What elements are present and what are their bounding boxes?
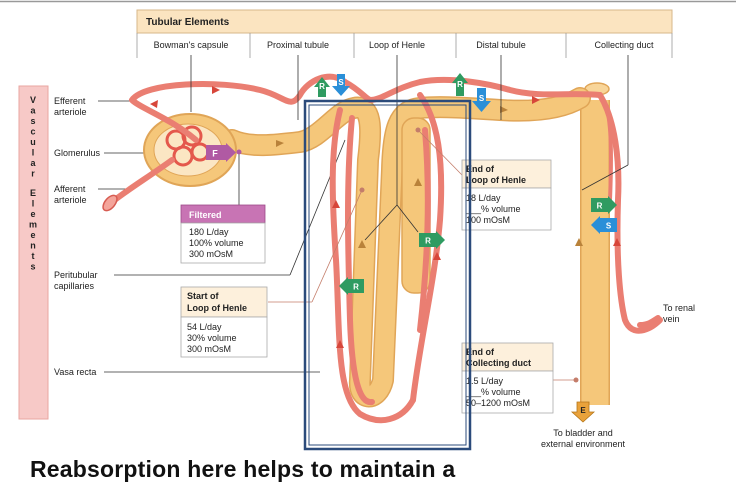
label-efferent-arteriole: arteriole: [54, 107, 87, 117]
filtered-dot: [236, 149, 242, 155]
filtered-box: Filtered 180 L/day 100% volume 300 mOsM: [180, 204, 266, 264]
label-peritubular: Peritubular: [54, 270, 98, 280]
loop-highlight-inner: [308, 104, 467, 446]
renal-vein-label-2: vein: [663, 314, 680, 324]
excretion-marker: E: [570, 401, 596, 423]
reabsorption-marker-duct: R: [591, 196, 617, 214]
secretion-marker-duct: S: [591, 216, 617, 234]
svg-text:R: R: [353, 283, 359, 292]
glomerulus: [165, 125, 210, 167]
svg-text:R: R: [457, 80, 463, 89]
section-duct: Collecting duct: [594, 40, 654, 50]
svg-text:S: S: [479, 94, 485, 103]
svg-text:R: R: [425, 237, 431, 246]
vessels: [109, 73, 663, 424]
end-loop-title-1: End of: [466, 164, 495, 174]
filtration-marker: F: [206, 143, 236, 162]
end-duct-box: End of Collecting duct 1.5 L/day ___% vo…: [461, 342, 554, 414]
svg-text:F: F: [212, 149, 218, 159]
header-title: Tubular Elements: [146, 17, 230, 28]
end-loop-line-2: ___% volume: [465, 204, 521, 214]
svg-text:S: S: [338, 78, 344, 87]
start-loop-line-3: 300 mOsM: [187, 344, 231, 354]
secretion-marker-distal: S: [472, 88, 491, 112]
start-loop-box: Start of Loop of Henle 54 L/day 30% volu…: [180, 286, 268, 358]
reabsorption-marker-distal: R: [452, 73, 468, 96]
section-proximal: Proximal tubule: [267, 40, 329, 50]
bladder-label-2: external environment: [541, 439, 626, 449]
renal-vein-label-1: To renal: [663, 303, 695, 313]
box-leaders: [268, 129, 576, 381]
end-duct-title-1: End of: [466, 347, 495, 357]
reabsorption-marker-proximal: R: [314, 77, 330, 97]
section-distal: Distal tubule: [476, 40, 526, 50]
section-loop: Loop of Henle: [369, 40, 425, 50]
label-vasa-recta: Vasa recta: [54, 367, 96, 377]
end-loop-line-1: 18 L/day: [466, 193, 501, 203]
vascular-band: [18, 85, 49, 420]
filtered-title: Filtered: [189, 210, 222, 220]
label-glomerulus: Glomerulus: [54, 148, 101, 158]
flow-arrows: [150, 86, 621, 348]
start-loop-title-2: Loop of Henle: [187, 303, 247, 313]
reabsorption-marker-ascending: R: [419, 231, 445, 249]
end-duct-line-1: 1.5 L/day: [466, 376, 504, 386]
start-loop-line-1: 54 L/day: [187, 322, 222, 332]
svg-text:R: R: [319, 82, 325, 91]
end-duct-line-3: 50–1200 mOsM: [466, 398, 530, 408]
loop-highlight-box: [303, 99, 472, 451]
start-loop-line-2: 30% volume: [187, 333, 237, 343]
svg-text:R: R: [597, 202, 603, 211]
end-loop-box: End of Loop of Henle 18 L/day ___% volum…: [461, 159, 552, 231]
afferent-vessel: [109, 157, 175, 205]
label-afferent-arteriole: arteriole: [54, 195, 87, 205]
end-loop-line-3: 100 mOsM: [466, 215, 510, 225]
secretion-marker-proximal: S: [332, 74, 350, 96]
label-afferent: Afferent: [54, 184, 86, 194]
bladder-label-1: To bladder and: [553, 428, 613, 438]
label-efferent: Efferent: [54, 96, 86, 106]
section-bowmans: Bowman's capsule: [154, 40, 229, 50]
filtered-line-1: 180 L/day: [189, 227, 229, 237]
filtered-line-3: 300 mOsM: [189, 249, 233, 259]
caption-text: Reabsorption here helps to maintain a: [30, 456, 456, 482]
afferent-opening: [102, 194, 118, 212]
header-dividers: [136, 33, 673, 58]
end-duct-title-2: Collecting duct: [466, 358, 531, 368]
header-bar: [136, 9, 673, 34]
section-leaders: [190, 55, 629, 241]
label-peritubular-capillaries: capillaries: [54, 281, 95, 291]
tubule: [222, 88, 590, 406]
start-loop-title-1: Start of: [187, 291, 220, 301]
end-loop-title-2: Loop of Henle: [466, 175, 526, 185]
svg-text:E: E: [580, 406, 586, 415]
svg-text:S: S: [606, 222, 612, 231]
filtered-line-2: 100% volume: [189, 238, 244, 248]
end-duct-line-2: ___% volume: [465, 387, 521, 397]
reabsorption-marker-descending: R: [339, 277, 364, 295]
tubule-arrows: [276, 106, 583, 248]
